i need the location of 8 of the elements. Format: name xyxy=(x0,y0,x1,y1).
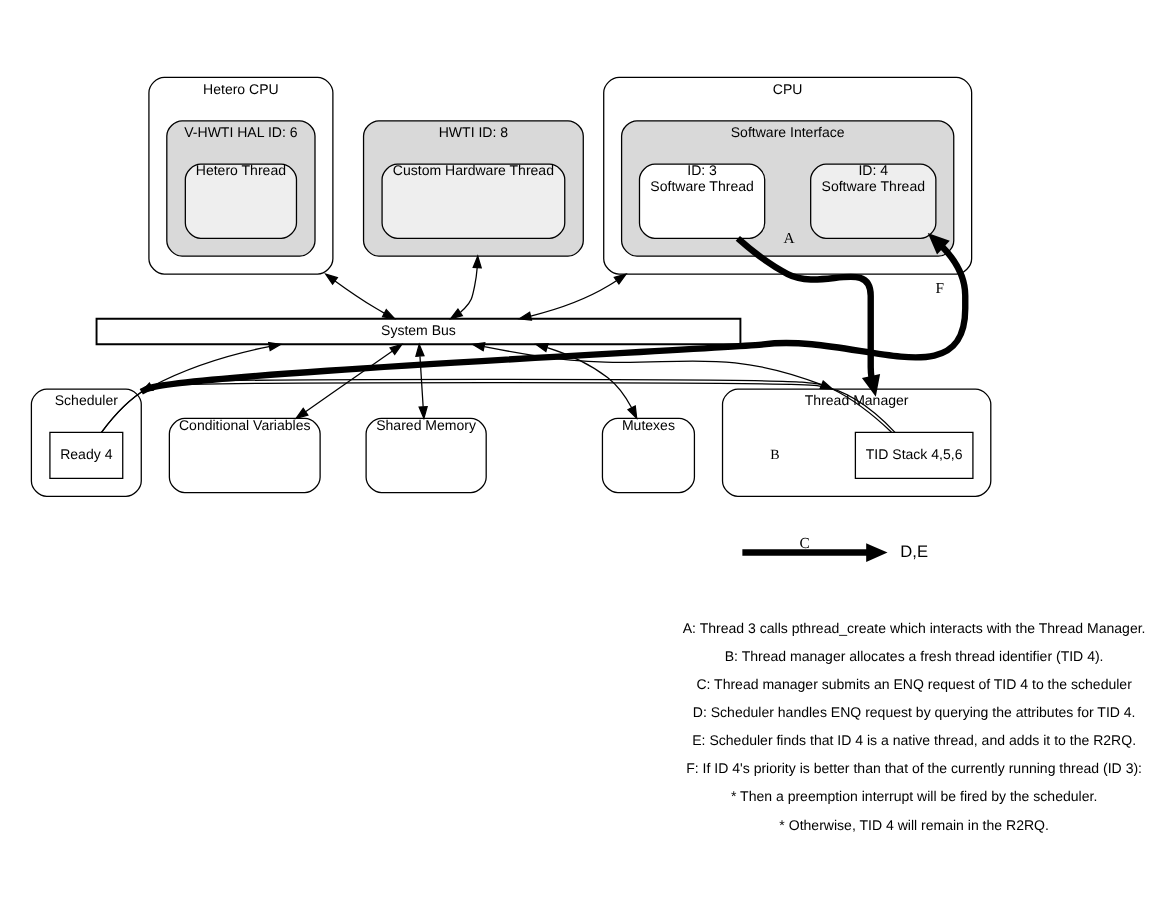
arrow xyxy=(415,342,429,421)
node-text: D,E xyxy=(900,540,928,561)
arrow xyxy=(534,342,638,420)
arrow xyxy=(449,254,483,320)
arrow xyxy=(324,272,397,320)
arrow xyxy=(517,272,628,321)
arrow xyxy=(294,343,404,420)
arrow xyxy=(742,543,888,562)
